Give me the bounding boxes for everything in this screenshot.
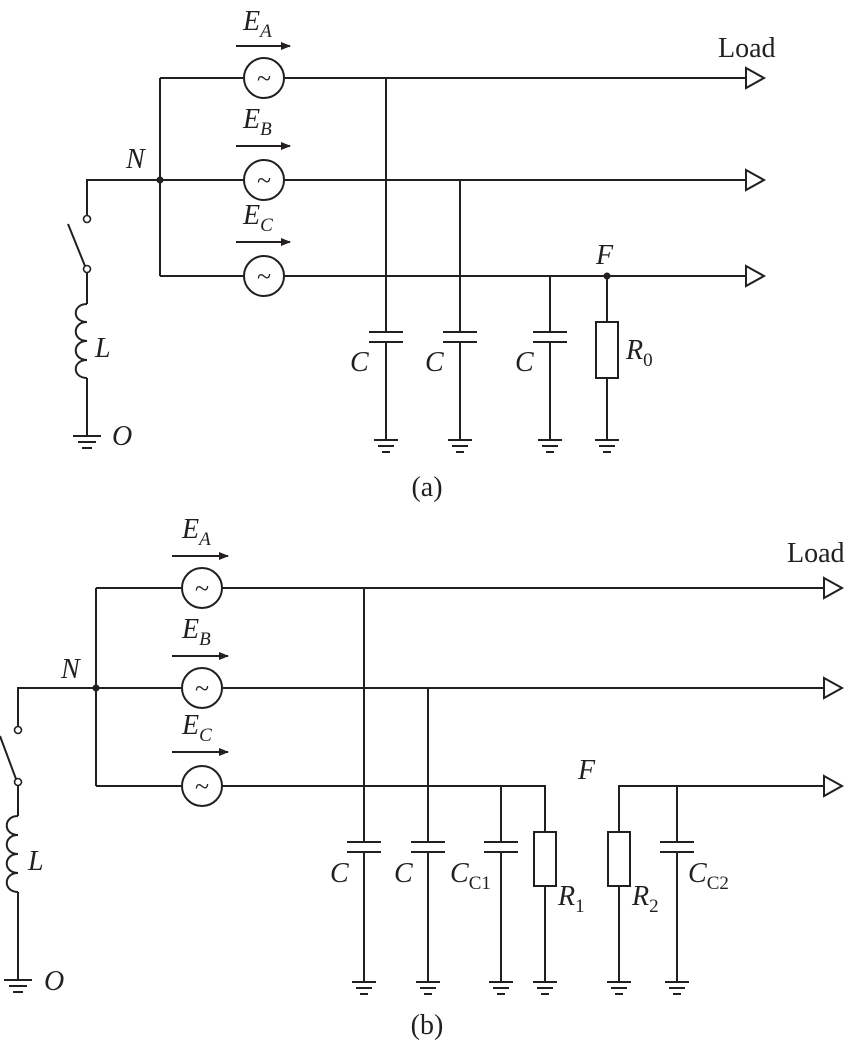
inductor-b xyxy=(5,815,19,893)
load-label-b: Load xyxy=(787,538,845,569)
switch-a xyxy=(67,214,92,274)
ground-a-left xyxy=(73,435,101,449)
resistor-b-R1-label: R1 xyxy=(557,881,585,917)
load-label-a: Load xyxy=(718,33,776,64)
fault-b-label: F xyxy=(577,755,596,786)
capacitor-b-1-label: C xyxy=(330,858,349,889)
source-b-B: ~ xyxy=(181,667,223,709)
circuit-a: L O N ~ ~ ~ EA EB EC Load xyxy=(67,6,776,503)
source-symbol: ~ xyxy=(257,64,271,93)
neutral-node-b xyxy=(92,684,100,692)
circuit-b: L O N ~ ~ ~ EA EB EC Load xyxy=(0,514,845,1041)
switch-b xyxy=(0,725,23,787)
resistor-a-R0-label: R0 xyxy=(625,335,653,371)
caption-a: (a) xyxy=(411,472,442,503)
source-symbol: ~ xyxy=(195,574,209,603)
source-symbol: ~ xyxy=(195,772,209,801)
inductor-b-label: L xyxy=(27,846,44,877)
source-a-B: ~ xyxy=(243,159,285,201)
capacitor-b-1 xyxy=(347,588,381,995)
load-arrow-a-C xyxy=(745,264,767,288)
inductor-a-label: L xyxy=(94,333,111,364)
capacitor-b-2-label: C xyxy=(394,858,413,889)
neutral-a-label: N xyxy=(125,144,146,175)
capacitor-a-1-label: C xyxy=(350,347,369,378)
caption-b: (b) xyxy=(411,1010,444,1041)
capacitor-b-2 xyxy=(411,688,445,995)
capacitor-b-C2 xyxy=(660,786,694,995)
source-symbol: ~ xyxy=(257,262,271,291)
capacitor-a-1 xyxy=(369,78,403,453)
circuit-b-wiring xyxy=(17,587,824,980)
capacitor-b-C1 xyxy=(484,786,518,995)
capacitor-a-2-label: C xyxy=(425,347,444,378)
ground-b-label: O xyxy=(44,966,64,997)
resistor-b-R1 xyxy=(533,831,557,995)
capacitor-b-C1-label: CC1 xyxy=(450,858,491,894)
capacitor-a-3-label: C xyxy=(515,347,534,378)
source-b-C: ~ xyxy=(181,765,223,807)
source-symbol: ~ xyxy=(257,166,271,195)
resistor-a-R0 xyxy=(595,276,619,453)
emf-a-B-label: EB xyxy=(242,104,272,140)
emf-b-B-label: EB xyxy=(181,614,211,650)
fault-node-a xyxy=(603,272,611,280)
emf-a-C-label: EC xyxy=(242,200,273,236)
ground-a-label: O xyxy=(112,421,132,452)
neutral-b-label: N xyxy=(60,654,81,685)
neutral-node-a xyxy=(156,176,164,184)
fault-a-label: F xyxy=(595,240,614,271)
load-arrow-b-B xyxy=(823,676,845,700)
source-b-A: ~ xyxy=(181,567,223,609)
load-arrow-a-A xyxy=(745,66,767,90)
source-a-A: ~ xyxy=(243,57,285,99)
capacitor-b-C2-label: CC2 xyxy=(688,858,729,894)
load-arrow-b-A xyxy=(823,576,845,600)
resistor-b-R2 xyxy=(607,831,631,995)
source-a-C: ~ xyxy=(243,255,285,297)
load-arrow-a-B xyxy=(745,168,767,192)
capacitor-a-3 xyxy=(533,276,567,453)
emf-a-A-label: EA xyxy=(242,6,272,42)
inductor-a xyxy=(74,303,88,379)
resistor-b-R2-label: R2 xyxy=(631,881,659,917)
ground-b-left xyxy=(4,979,32,993)
emf-b-C-label: EC xyxy=(181,710,212,746)
emf-b-A-label: EA xyxy=(181,514,211,550)
source-symbol: ~ xyxy=(195,674,209,703)
circuit-a-wiring xyxy=(86,77,746,436)
capacitor-a-2 xyxy=(443,180,477,453)
load-arrow-b-C xyxy=(823,774,845,798)
